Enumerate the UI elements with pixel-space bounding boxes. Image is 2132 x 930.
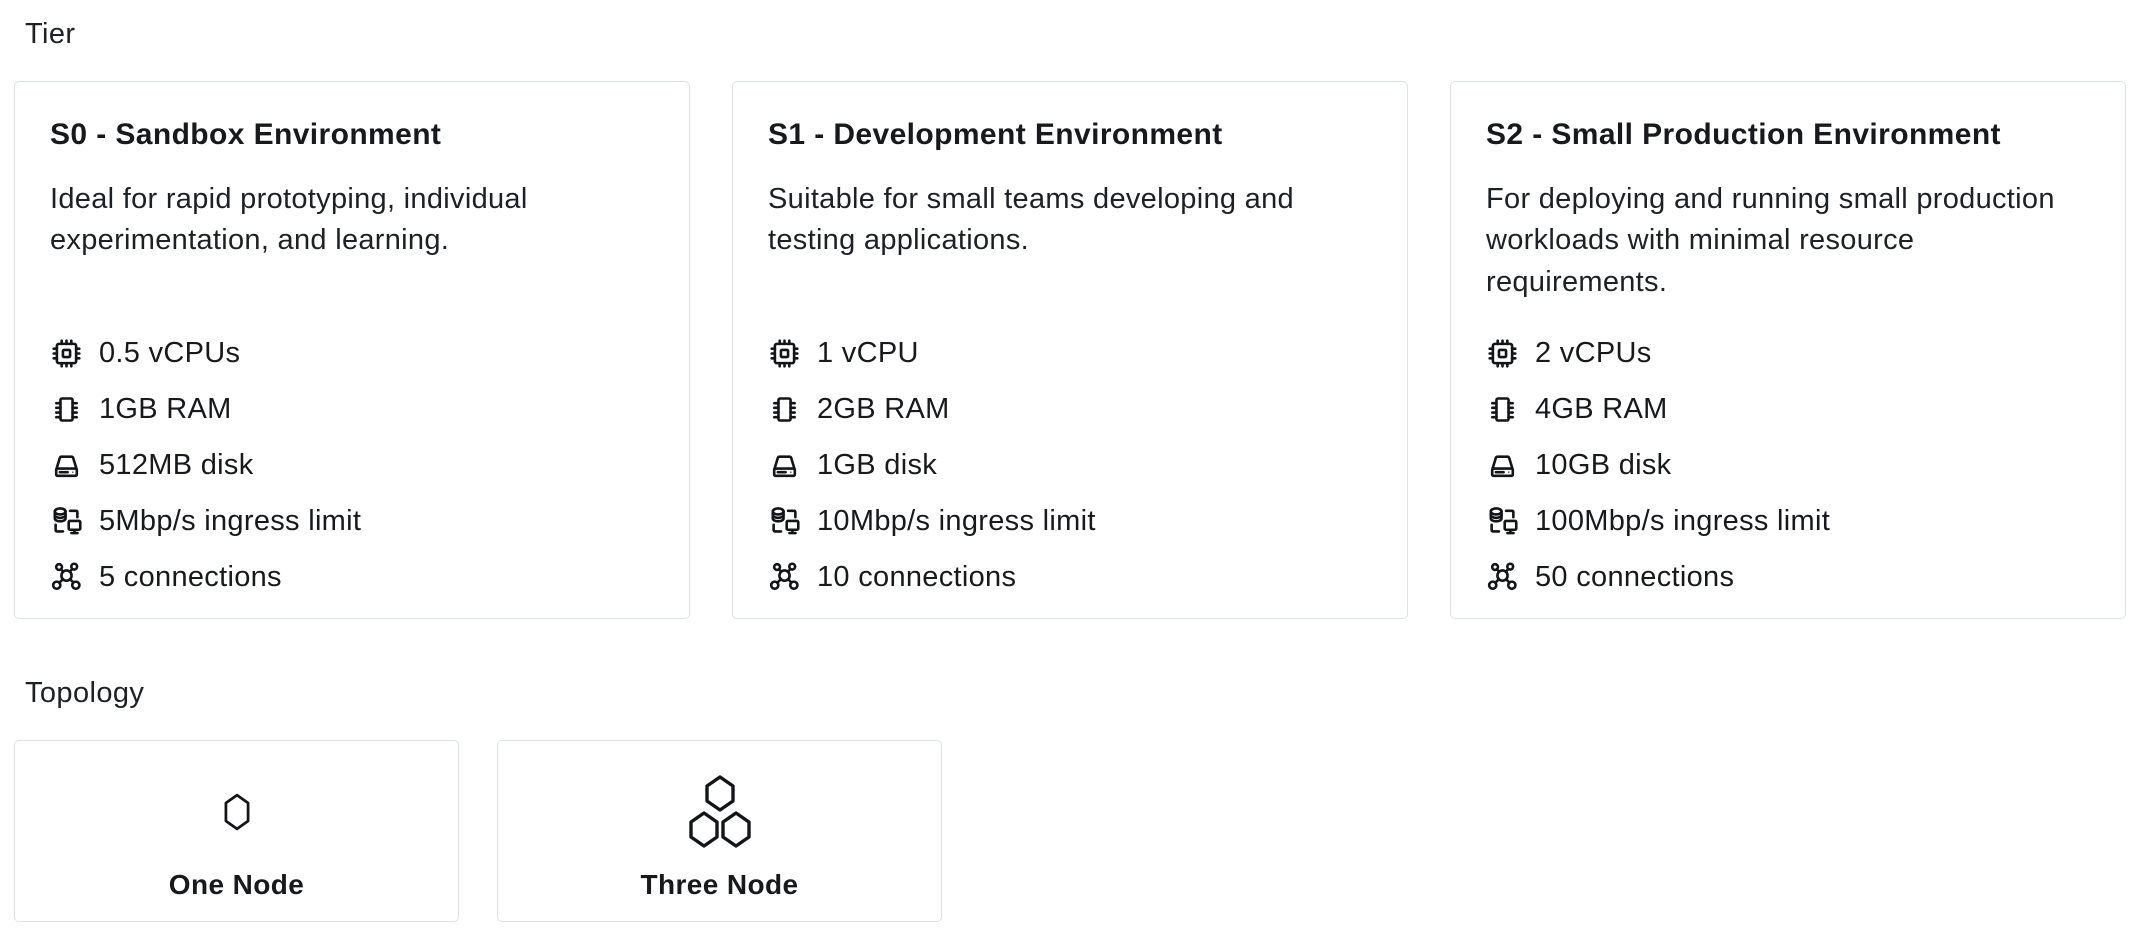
- disk-icon: [50, 449, 83, 482]
- spec-item: 5 connections: [50, 549, 651, 605]
- ingress-icon: [768, 505, 801, 538]
- spec-list: 1 vCPU 2GB RAM 1GB disk 10Mbp/s ingress …: [768, 325, 1369, 605]
- ram-icon: [1486, 393, 1519, 426]
- spec-label: 50 connections: [1535, 560, 1735, 593]
- tier-options: S0 - Sandbox Environment Ideal for rapid…: [14, 81, 2126, 619]
- spec-item: 10 connections: [768, 549, 1369, 605]
- ram-icon: [768, 393, 801, 426]
- cpu-icon: [50, 337, 83, 370]
- tier-card-title: S2 - Small Production Environment: [1486, 118, 2001, 151]
- tier-section-label: Tier: [25, 18, 76, 50]
- spec-item: 100Mbp/s ingress limit: [1486, 493, 2087, 549]
- tier-card-s2[interactable]: S2 - Small Production Environment For de…: [1450, 81, 2126, 619]
- tier-card-s0[interactable]: S0 - Sandbox Environment Ideal for rapid…: [14, 81, 690, 619]
- connections-icon: [50, 561, 83, 594]
- spec-label: 5 connections: [99, 560, 282, 593]
- spec-item: 512MB disk: [50, 437, 651, 493]
- ingress-icon: [1486, 505, 1519, 538]
- topology-section-label: Topology: [25, 677, 145, 709]
- tier-card-title: S1 - Development Environment: [768, 118, 1223, 151]
- spec-item: 1GB RAM: [50, 381, 651, 437]
- disk-icon: [768, 449, 801, 482]
- tier-card-title: S0 - Sandbox Environment: [50, 118, 442, 151]
- topology-card-one-node[interactable]: One Node: [14, 740, 459, 922]
- one-node-icon: [223, 761, 251, 863]
- spec-item: 1GB disk: [768, 437, 1369, 493]
- disk-icon: [1486, 449, 1519, 482]
- topology-card-three-node[interactable]: Three Node: [497, 740, 942, 922]
- ingress-icon: [50, 505, 83, 538]
- spec-item: 4GB RAM: [1486, 381, 2087, 437]
- three-node-icon: [688, 761, 752, 863]
- spec-item: 10GB disk: [1486, 437, 2087, 493]
- spec-item: 10Mbp/s ingress limit: [768, 493, 1369, 549]
- spec-label: 2 vCPUs: [1535, 336, 1652, 369]
- spec-label: 2GB RAM: [817, 392, 950, 425]
- spec-list: 0.5 vCPUs 1GB RAM 512MB disk 5Mbp/s ingr…: [50, 325, 651, 605]
- spec-item: 5Mbp/s ingress limit: [50, 493, 651, 549]
- spec-label: 512MB disk: [99, 448, 254, 481]
- tier-card-description: Ideal for rapid prototyping, individual …: [50, 183, 528, 257]
- tier-card-description: For deploying and running small producti…: [1486, 183, 2055, 298]
- topology-card-label: Three Node: [640, 869, 799, 900]
- spec-label: 10GB disk: [1535, 448, 1672, 481]
- spec-label: 10 connections: [817, 560, 1017, 593]
- spec-label: 4GB RAM: [1535, 392, 1668, 425]
- spec-label: 5Mbp/s ingress limit: [99, 504, 362, 537]
- spec-label: 1GB disk: [817, 448, 938, 481]
- spec-label: 10Mbp/s ingress limit: [817, 504, 1096, 537]
- spec-item: 0.5 vCPUs: [50, 325, 651, 381]
- spec-item: 1 vCPU: [768, 325, 1369, 381]
- spec-item: 50 connections: [1486, 549, 2087, 605]
- spec-label: 1GB RAM: [99, 392, 232, 425]
- connections-icon: [768, 561, 801, 594]
- topology-options: One Node Three Node: [14, 740, 2126, 922]
- spec-label: 0.5 vCPUs: [99, 336, 241, 369]
- spec-label: 100Mbp/s ingress limit: [1535, 504, 1831, 537]
- topology-card-label: One Node: [168, 869, 305, 900]
- ram-icon: [50, 393, 83, 426]
- spec-label: 1 vCPU: [817, 336, 919, 369]
- cpu-icon: [768, 337, 801, 370]
- cpu-icon: [1486, 337, 1519, 370]
- tier-card-s1[interactable]: S1 - Development Environment Suitable fo…: [732, 81, 1408, 619]
- connections-icon: [1486, 561, 1519, 594]
- spec-item: 2GB RAM: [768, 381, 1369, 437]
- spec-item: 2 vCPUs: [1486, 325, 2087, 381]
- spec-list: 2 vCPUs 4GB RAM 10GB disk 100Mbp/s ingre…: [1486, 325, 2087, 605]
- tier-card-description: Suitable for small teams developing and …: [768, 183, 1294, 257]
